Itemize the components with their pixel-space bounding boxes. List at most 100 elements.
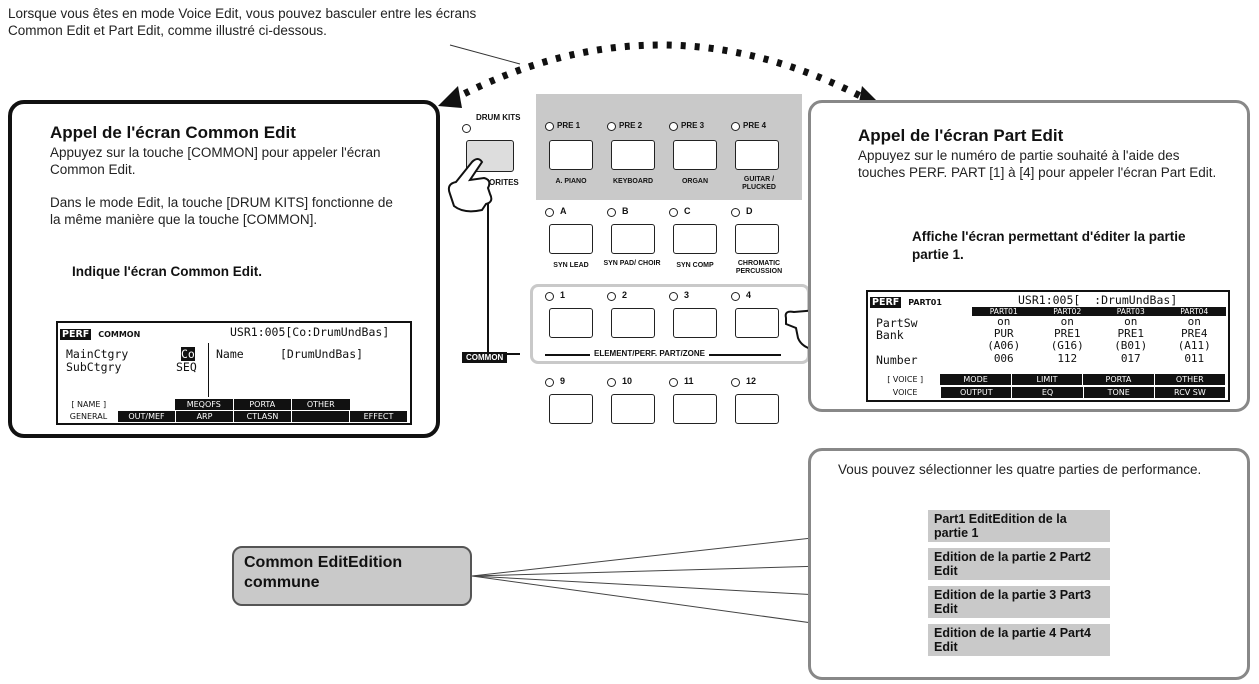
led-11 — [669, 378, 678, 387]
lcd-btn: MEQOFS — [175, 399, 234, 410]
lcd-tab: RCV SW — [1155, 387, 1227, 398]
led-pre1 — [545, 122, 554, 131]
lcd-name-value: [DrumUndBas] — [280, 347, 364, 361]
lcd-tab: EFFECT — [350, 411, 408, 422]
eleven-button[interactable] — [673, 394, 717, 424]
panel-top-strip — [536, 88, 802, 96]
lcd-maincategory-label: MainCtgry — [66, 347, 129, 361]
lcd-top-info: USR1:005[ :DrumUndBas] — [1018, 293, 1178, 307]
parts-note: Vous pouvez sélectionner les quatre part… — [838, 462, 1202, 477]
lcd-btn: OTHER — [292, 399, 351, 410]
led-4 — [731, 292, 740, 301]
intro-text: Lorsque vous êtes en mode Voice Edit, vo… — [8, 6, 477, 38]
led-pre2 — [607, 122, 616, 131]
syn-lead-button[interactable] — [549, 224, 593, 254]
lcd-divider — [208, 343, 209, 397]
keyboard-label: KEYBOARD — [612, 178, 654, 185]
lcd-bank-label: Bank — [876, 328, 904, 342]
number-value: 006 — [993, 352, 1014, 365]
element-part-zone-label: ELEMENT/PERF. PART/ZONE — [590, 349, 709, 358]
lcd-btn: [ NAME ] — [71, 400, 107, 409]
lcd-btn — [351, 399, 409, 410]
pointing-hand-icon — [447, 158, 493, 213]
lcd-partsw-label: PartSw — [876, 316, 918, 330]
part1-button[interactable] — [549, 308, 593, 338]
common-key-label[interactable]: COMMON — [462, 347, 508, 365]
led-1 — [545, 292, 554, 301]
bank-number-value: (B01) — [1114, 339, 1148, 352]
lcd-bank-number-values: (A06) (G16) (B01) (A11) — [972, 340, 1226, 352]
lcd-btn: MODE — [940, 374, 1012, 385]
bank-number-value: (G16) — [1050, 339, 1084, 352]
common-edit-indicator-label: Indique l'écran Common Edit. — [72, 264, 262, 279]
led-a — [545, 208, 554, 217]
lcd-mode-tag: PART01 — [908, 298, 942, 307]
part-header: PART04 — [1180, 307, 1209, 316]
part2-edit-bar: Edition de la partie 2 Part2 Edit — [928, 548, 1110, 580]
common-edit-title: Appel de l'écran Common Edit — [50, 123, 296, 142]
lcd-part-headers: PART01 PART02 PART03 PART04 — [972, 307, 1226, 316]
common-edit-para1: Appuyez sur la touche [COMMON] pour appe… — [50, 145, 381, 177]
pre2-label: PRE 2 — [619, 121, 643, 130]
lcd-mode-tag: COMMON — [98, 330, 141, 339]
led-c — [669, 208, 678, 217]
organ-label: ORGAN — [681, 178, 709, 185]
part3-edit-bar: Edition de la partie 3 Part3 Edit — [928, 586, 1110, 618]
nine-button[interactable] — [549, 394, 593, 424]
led-2 — [607, 292, 616, 301]
guitar-button[interactable] — [735, 140, 779, 170]
lcd-number-label: Number — [876, 353, 918, 367]
guitar-label: GUITAR / PLUCKED — [742, 176, 776, 191]
led-b — [607, 208, 616, 217]
part4-button[interactable] — [735, 308, 779, 338]
a-piano-label: A. PIANO — [555, 178, 587, 185]
number-value: 011 — [1184, 352, 1205, 365]
led-10 — [607, 378, 616, 387]
eleven-label: 11 — [684, 376, 694, 386]
lcd-bank-values: PUR PRE1 PRE1 PRE4 — [972, 328, 1226, 340]
lcd-perf-tag: PERF — [870, 297, 902, 308]
partsw-value: on — [1187, 315, 1201, 328]
lcd-tab: VOICE — [870, 387, 942, 398]
lcd-button-row: [ NAME ] MEQOFS PORTA OTHER — [60, 399, 408, 410]
lcd-tab: OUTPUT — [941, 387, 1013, 398]
twelve-label: 12 — [746, 376, 757, 386]
lcd-subcategory-label: SubCtgry — [66, 360, 122, 374]
lcd-tab: CTLASN — [234, 411, 292, 422]
chromatic-label: CHROMATIC PERCUSSION — [735, 260, 783, 275]
ten-label: 10 — [622, 376, 633, 386]
lcd-tab: OUT/MEF — [118, 411, 176, 422]
lcd-tab: EQ — [1012, 387, 1084, 398]
part2-button[interactable] — [611, 308, 655, 338]
nine-label: 9 — [560, 376, 566, 386]
twelve-button[interactable] — [735, 394, 779, 424]
chromatic-button[interactable] — [735, 224, 779, 254]
lcd-tab: ARP — [176, 411, 234, 422]
bank-value: PUR — [993, 327, 1014, 340]
syn-comp-button[interactable] — [673, 224, 717, 254]
syn-pad-button[interactable] — [611, 224, 655, 254]
part4-edit-bar: Edition de la partie 4 Part4 Edit — [928, 624, 1110, 656]
number-value: 112 — [1057, 352, 1078, 365]
part1-edit-bar: Part1 EditEdition de la partie 1 — [928, 510, 1110, 542]
drum-kits-led — [462, 124, 471, 133]
led-3 — [669, 292, 678, 301]
part-edit-lcd: PERF PART01 USR1:005[ :DrumUndBas] PART0… — [866, 290, 1230, 402]
bank-value: PRE1 — [1054, 327, 1081, 340]
lcd-btn: OTHER — [1154, 374, 1227, 385]
common-edit-lcd: PERF COMMON USR1:005[Co:DrumUndBas] Main… — [56, 321, 412, 425]
keyboard-button[interactable] — [611, 140, 655, 170]
lcd-btn: PORTA — [1083, 374, 1155, 385]
arrow-head-left — [438, 86, 462, 108]
number-value: 017 — [1120, 352, 1141, 365]
a-piano-button[interactable] — [549, 140, 593, 170]
lcd-tab — [292, 411, 350, 422]
part3-button[interactable] — [673, 308, 717, 338]
c-label: C — [684, 206, 691, 216]
lcd-btn — [118, 399, 176, 410]
partsw-value: on — [1060, 315, 1074, 328]
part2-label: 2 — [622, 290, 628, 300]
part-edit-indicator-label: Affiche l'écran permettant d'éditer la p… — [912, 229, 1186, 262]
organ-button[interactable] — [673, 140, 717, 170]
ten-button[interactable] — [611, 394, 655, 424]
